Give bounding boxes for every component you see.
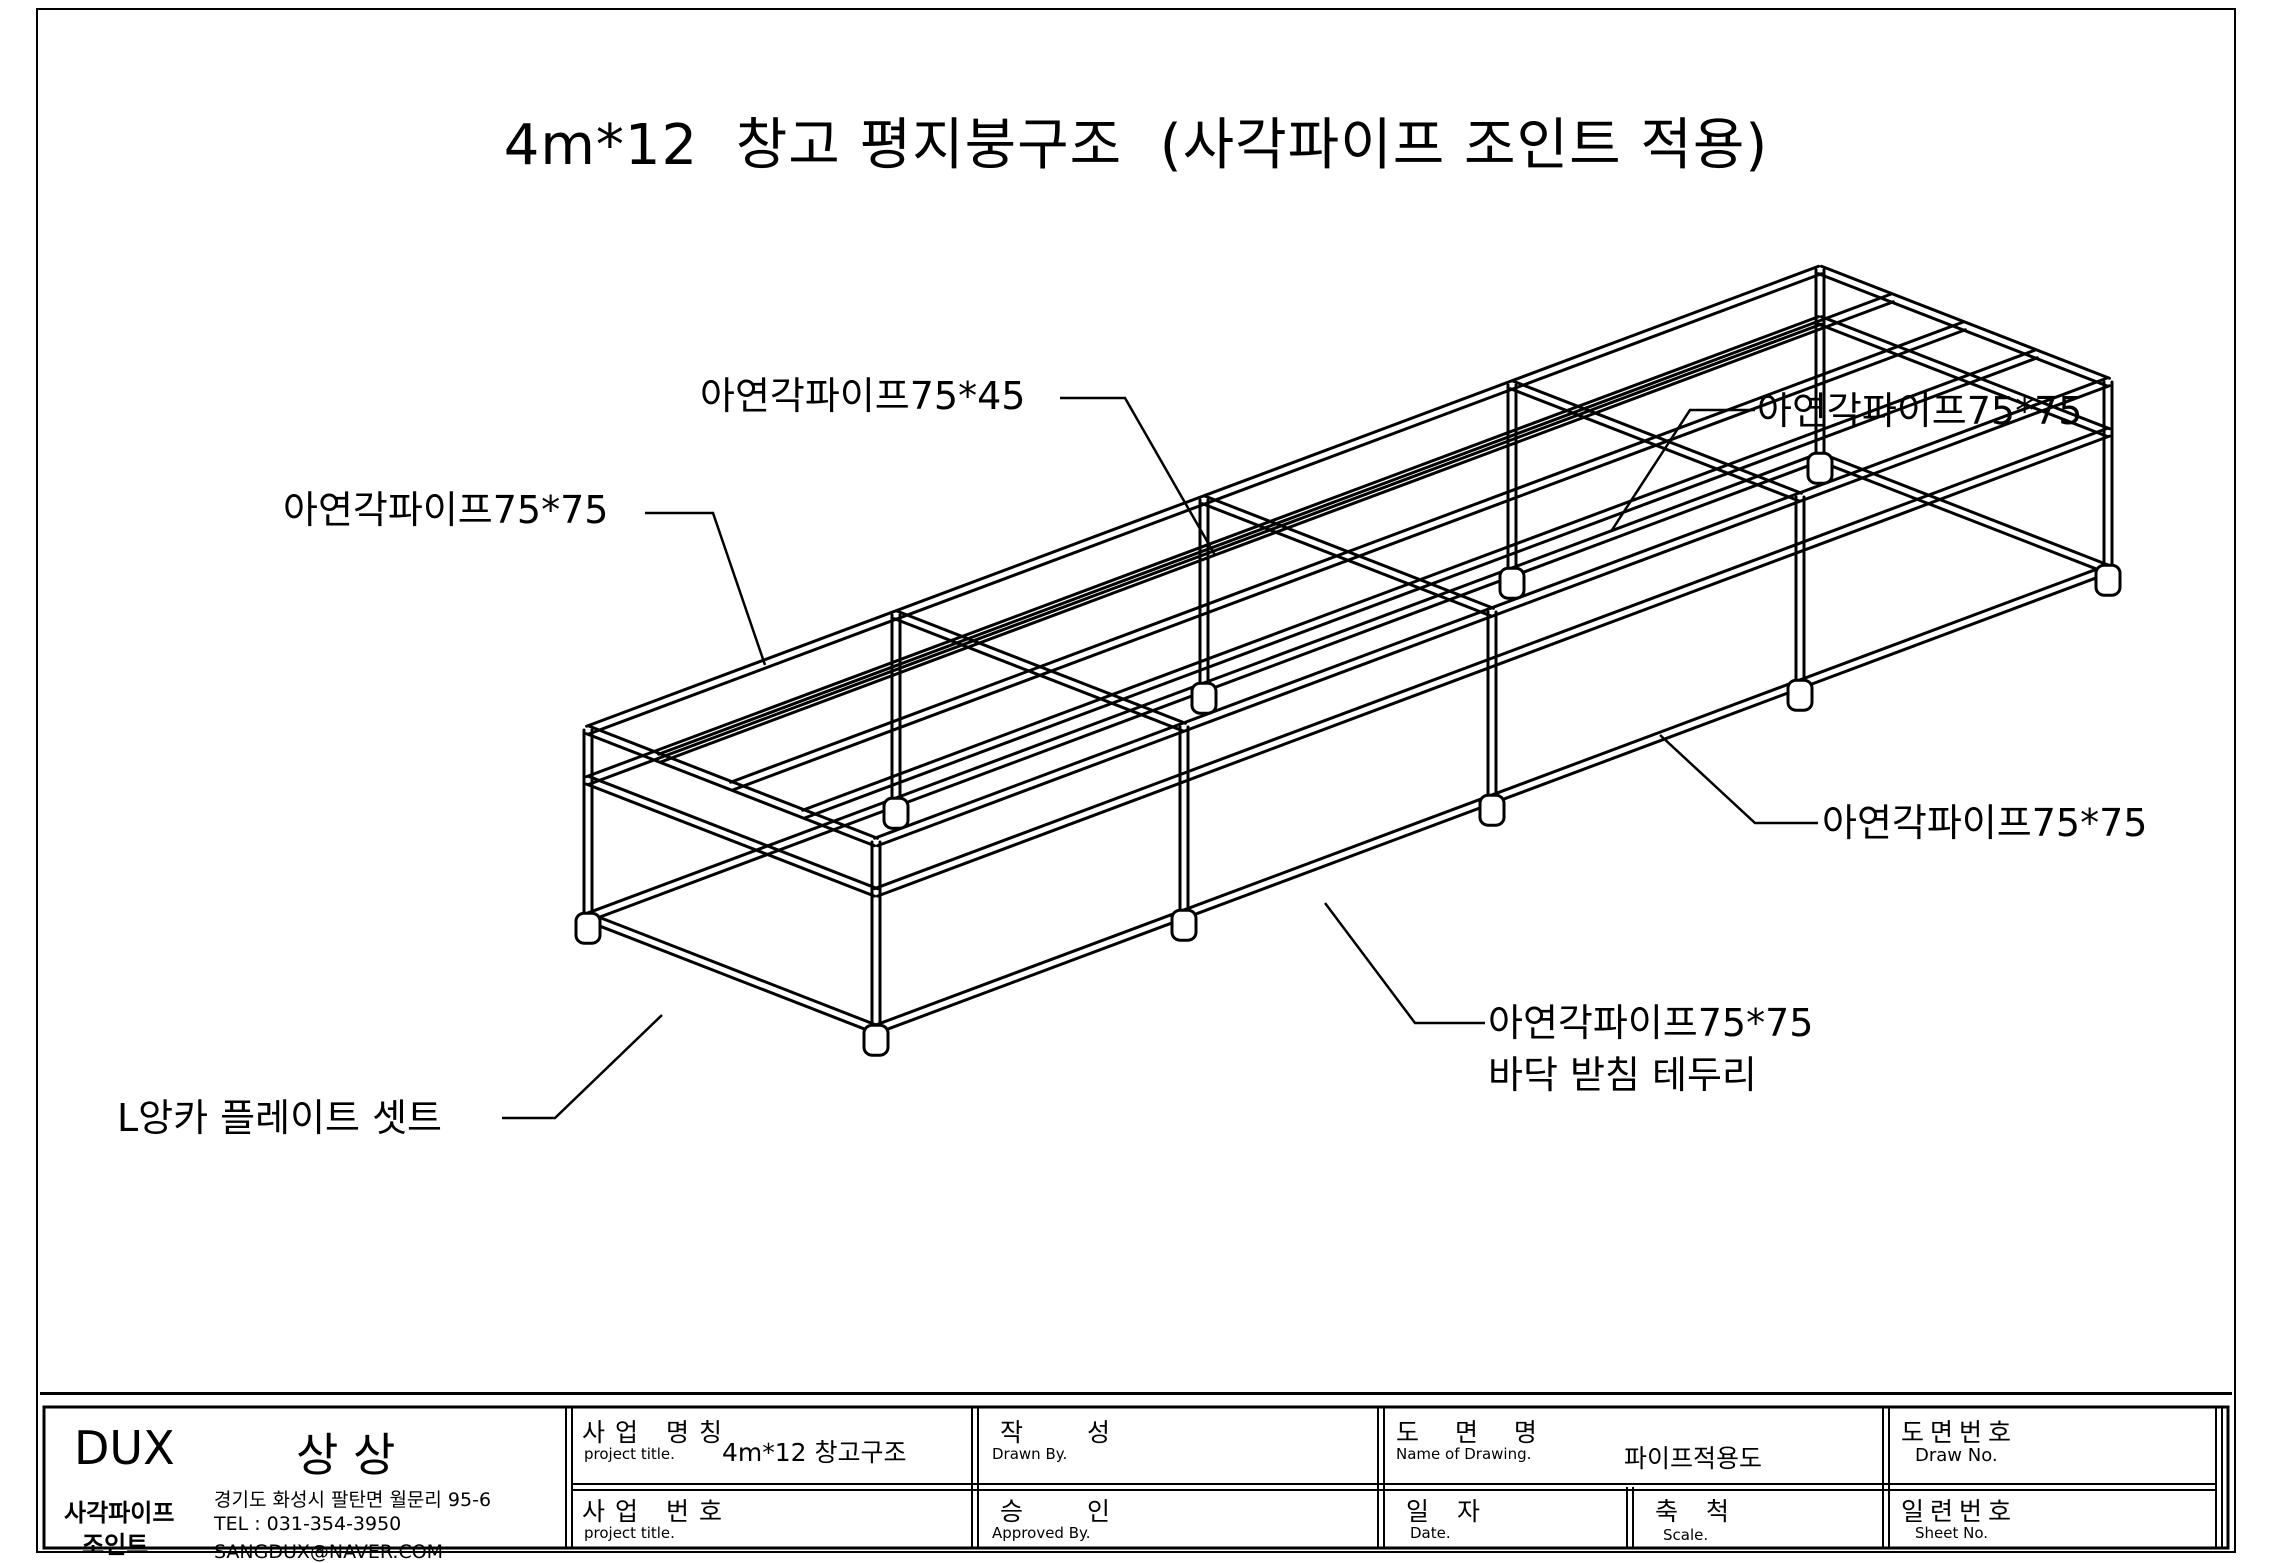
anchor-plate (1498, 566, 1526, 600)
drawing-name-cell: 도 면 명 Name of Drawing. 파이프적용도 (1384, 1407, 1883, 1484)
roof-rafter (1509, 387, 1801, 503)
roof-purlin (875, 384, 2111, 848)
upper-rail-right (1817, 322, 2109, 438)
drawing-no-cell: 도면번호 Draw No. (1889, 1407, 2216, 1484)
leader-lines (502, 396, 1818, 1120)
upper-rail-back (873, 427, 2109, 891)
anchor-plate (882, 796, 910, 830)
scale-cell: 축 척 Scale. (1633, 1490, 1883, 1548)
anchor-plate (1170, 908, 1198, 942)
base-rail-right (1819, 451, 2111, 567)
sheet-no-cell: 일련번호 Sheet No. (1889, 1490, 2216, 1548)
project-no-cell: 사업 번호 project title. (572, 1490, 972, 1548)
roof-rafter (895, 609, 1187, 725)
roof-rafter (893, 617, 1185, 733)
anchor-plate (1478, 793, 1506, 827)
roof-rafter (1203, 494, 1495, 610)
project-no-sub: project title. (584, 1524, 675, 1542)
company-subtitle-1: 사각파이프 (64, 1499, 175, 1527)
steel-frame (574, 264, 2122, 1057)
title-block-grid (42, 1405, 2230, 1550)
callout-bottom-right-line2: 바닥 받침 테두리 (1488, 1053, 1757, 1097)
title-block: DUX 상 상 사각파이프 조인트 경기도 화성시 팔탄면 월문리 95-6 T… (40, 1392, 2232, 1563)
roof-rafter (1819, 264, 2111, 380)
anchor-plate (1190, 681, 1218, 715)
drawing-title: 4m*12 창고 평지붕구조 (사각파이프 조인트 적용) (503, 113, 1769, 178)
drawn-by-label: 작 성 (1000, 1418, 1138, 1447)
base-rail-left (585, 919, 877, 1035)
anchor-plate (2094, 563, 2122, 597)
company-tel: TEL : 031-354-3950 (214, 1513, 402, 1535)
upper-rail-back (875, 434, 2111, 898)
anchor-plate (862, 1023, 890, 1057)
drawing-name-sub: Name of Drawing. (1396, 1445, 1532, 1463)
anchor-plate (1806, 451, 1834, 485)
scale-label: 축 척 (1655, 1497, 1739, 1526)
date-label: 일 자 (1406, 1497, 1490, 1526)
project-name-label: 사업 명칭 (582, 1418, 732, 1447)
company-brand: DUX (74, 1421, 175, 1475)
anchor-plate (1786, 678, 1814, 712)
drawing-name-label: 도 면 명 (1396, 1418, 1551, 1447)
callout-top-right: 아연각파이프75*75 (1757, 389, 2083, 433)
drawing-no-label: 도면번호 (1901, 1418, 2018, 1447)
drawing-no-sub: Draw No. (1915, 1445, 1998, 1466)
sheet-no-label: 일련번호 (1901, 1497, 2018, 1526)
roof-rafter (1817, 272, 2109, 388)
leader-line (1060, 396, 1217, 556)
upper-rail-left (587, 775, 879, 891)
roof-purlin (585, 264, 1821, 728)
drawing-sheet-border (36, 8, 2236, 1553)
leader-line (1610, 408, 1755, 531)
company-name: 상 상 (296, 1428, 396, 1482)
sheet-no-sub: Sheet No. (1915, 1524, 1989, 1542)
frame-structure-drawing (502, 264, 2122, 1120)
project-name-cell: 사업 명칭 project title. 4m*12 창고구조 (572, 1407, 972, 1484)
leader-line (502, 1014, 663, 1120)
roof-rafter (585, 732, 877, 848)
leader-line (645, 511, 767, 666)
approved-by-sub: Approved By. (992, 1524, 1091, 1542)
approved-by-label: 승 인 (1000, 1497, 1138, 1526)
upper-rail-front (585, 315, 1821, 779)
callout-top-left: 아연각파이프75*75 (283, 488, 609, 532)
roof-rafter (1511, 379, 1803, 495)
anchor-plate (574, 911, 602, 945)
base-rail-right (1817, 459, 2109, 575)
company-subtitle-2: 조인트 (82, 1531, 149, 1559)
callout-bottom-left: L앙카 플레이트 셋트 (117, 1096, 443, 1140)
leader-line (1324, 902, 1485, 1025)
drawing-name-value: 파이프적용도 (1624, 1444, 1763, 1473)
upper-rail-front (587, 322, 1823, 786)
approved-by-cell: 승 인 Approved By. (978, 1490, 1378, 1548)
roof-rafter (1201, 502, 1493, 618)
company-address: 경기도 화성시 팔탄면 월문리 95-6 (214, 1489, 492, 1511)
leader-line (1659, 734, 1818, 825)
drawn-by-sub: Drawn By. (992, 1445, 1068, 1463)
upper-rail-left (585, 782, 877, 898)
callout-right-middle: 아연각파이프75*75 (1822, 801, 2148, 845)
date-sub: Date. (1410, 1524, 1451, 1542)
callout-bottom-right-line1: 아연각파이프75*75 (1488, 1001, 1814, 1045)
company-cell: DUX 상 상 사각파이프 조인트 경기도 화성시 팔탄면 월문리 95-6 T… (44, 1407, 566, 1563)
base-rail-left (587, 911, 879, 1027)
callout-top-middle: 아연각파이프75*45 (700, 374, 1026, 418)
upper-rail-right (1819, 315, 2111, 431)
scale-sub: Scale. (1663, 1526, 1709, 1544)
drawn-by-cell: 작 성 Drawn By. (978, 1407, 1378, 1484)
project-name-sub: project title. (584, 1445, 675, 1463)
roof-rafter (587, 724, 879, 840)
project-name-value: 4m*12 창고구조 (722, 1438, 907, 1467)
company-email: SANGDUX@NAVER.COM (214, 1541, 444, 1563)
date-cell: 일 자 Date. (1384, 1490, 1627, 1548)
project-no-label: 사업 번호 (582, 1497, 732, 1526)
